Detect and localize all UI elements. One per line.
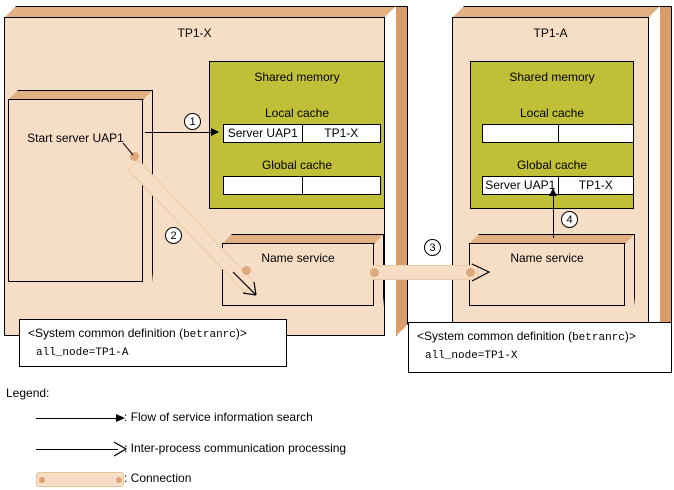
shared-memory-tp1x: Shared memory Local cache Server UAP1 TP… [209,61,385,209]
legend-line-solid [36,418,118,419]
connection-knob-end [242,266,251,275]
local-cache-cell-value-a [559,125,634,142]
connection-pipe-icon [36,472,124,487]
connection-knob-h-start [370,268,379,277]
global-cache-row [223,176,381,195]
global-cache-cell-key [224,177,303,194]
connection-knob-h-end [466,268,475,277]
step-badge-4: 4 [561,211,578,228]
local-cache-label: Local cache [264,106,330,120]
legend-item-ipc: : Inter-process communication processing [6,438,666,460]
legend: Legend: : Flow of service information se… [6,386,666,487]
name-service-box-tp1a: Name service [469,234,635,306]
note-line2-key: all_node= [36,347,96,359]
global-cache-cell-value [303,177,381,194]
legend-knob-right [116,477,122,483]
note-line2-value-a: TP1-X [484,350,518,362]
global-cache-cell-value-a: TP1-X [578,178,613,192]
step-badge-1: 1 [184,113,201,130]
local-cache-cell-key: Server UAP1 [224,125,303,142]
note-line2: all_node=TP1-A [28,343,278,361]
connection-pipe-horizontal [372,265,478,280]
step-badge-2: 2 [165,227,182,244]
note-system-definition-tp1x: <System common definition (betranrc)> al… [19,319,287,367]
local-cache-row: Server UAP1 TP1-X [223,124,381,143]
legend-title: Legend: [6,386,50,400]
name-service-label: Name service [261,251,335,265]
local-cache-cell-value: TP1-X [324,126,359,140]
name-service-label-a: Name service [510,251,584,265]
solid-arrow-icon [116,414,125,422]
note-line1-mono: betranrc [183,329,236,341]
shared-memory-title: Shared memory [254,70,340,84]
node-label-tp1x: TP1-X [177,26,212,40]
legend-label-connection: : Connection [124,471,192,485]
node-label-tp1a: TP1-A [533,26,568,40]
note-line1-prefix: <System common definition ( [28,326,184,340]
connection-knob-start [130,152,139,161]
legend-line-open [36,449,118,450]
legend-label-flow: : Flow of service information search [124,410,313,424]
global-cache-row-a: Server UAP1 TP1-X [482,176,634,195]
process-box-start-server-uap1: Start server UAP1 [8,90,153,282]
process-face [8,99,143,282]
process-label: Start server UAP1 [27,131,124,145]
legend-label-ipc: : Inter-process communication processing [124,441,347,455]
note-line2-key-a: all_node= [425,350,485,362]
arrow-step4-solid [549,188,557,238]
node-bevel-side-a [660,6,672,336]
note-line1-suffix-a: )> [624,329,636,343]
local-cache-cell-key-a [483,125,559,142]
legend-knob-left [39,477,45,483]
legend-item-flow: : Flow of service information search [6,407,666,429]
name-service-bevel-side-a [634,234,635,306]
note-line1-prefix-a: <System common definition ( [417,329,573,343]
shared-memory-tp1a: Shared memory Local cache Global cache S… [470,61,634,209]
shared-memory-title-a: Shared memory [509,70,595,84]
legend-item-connection: : Connection [6,468,666,490]
note-line2-a: all_node=TP1-X [417,346,663,364]
note-line2-value: TP1-A [95,347,129,359]
note-line1-mono-a: betranrc [572,332,625,344]
global-cache-label-a: Global cache [516,158,588,172]
open-arrow-icon [114,441,127,457]
global-cache-cell-key-a: Server UAP1 [483,177,559,194]
arrow-step1-solid [145,128,219,136]
note-line1-suffix: )> [235,326,247,340]
note-line1-a: <System common definition (betranrc)> [417,328,663,346]
step-badge-3: 3 [424,239,441,256]
note-line1: <System common definition (betranrc)> [28,325,278,343]
local-cache-row-a [482,124,634,143]
note-system-definition-tp1a: <System common definition (betranrc)> al… [408,322,672,373]
name-service-face-a [469,243,625,306]
global-cache-label: Global cache [261,158,333,172]
node-bevel-side [396,6,408,336]
local-cache-label-a: Local cache [519,106,585,120]
